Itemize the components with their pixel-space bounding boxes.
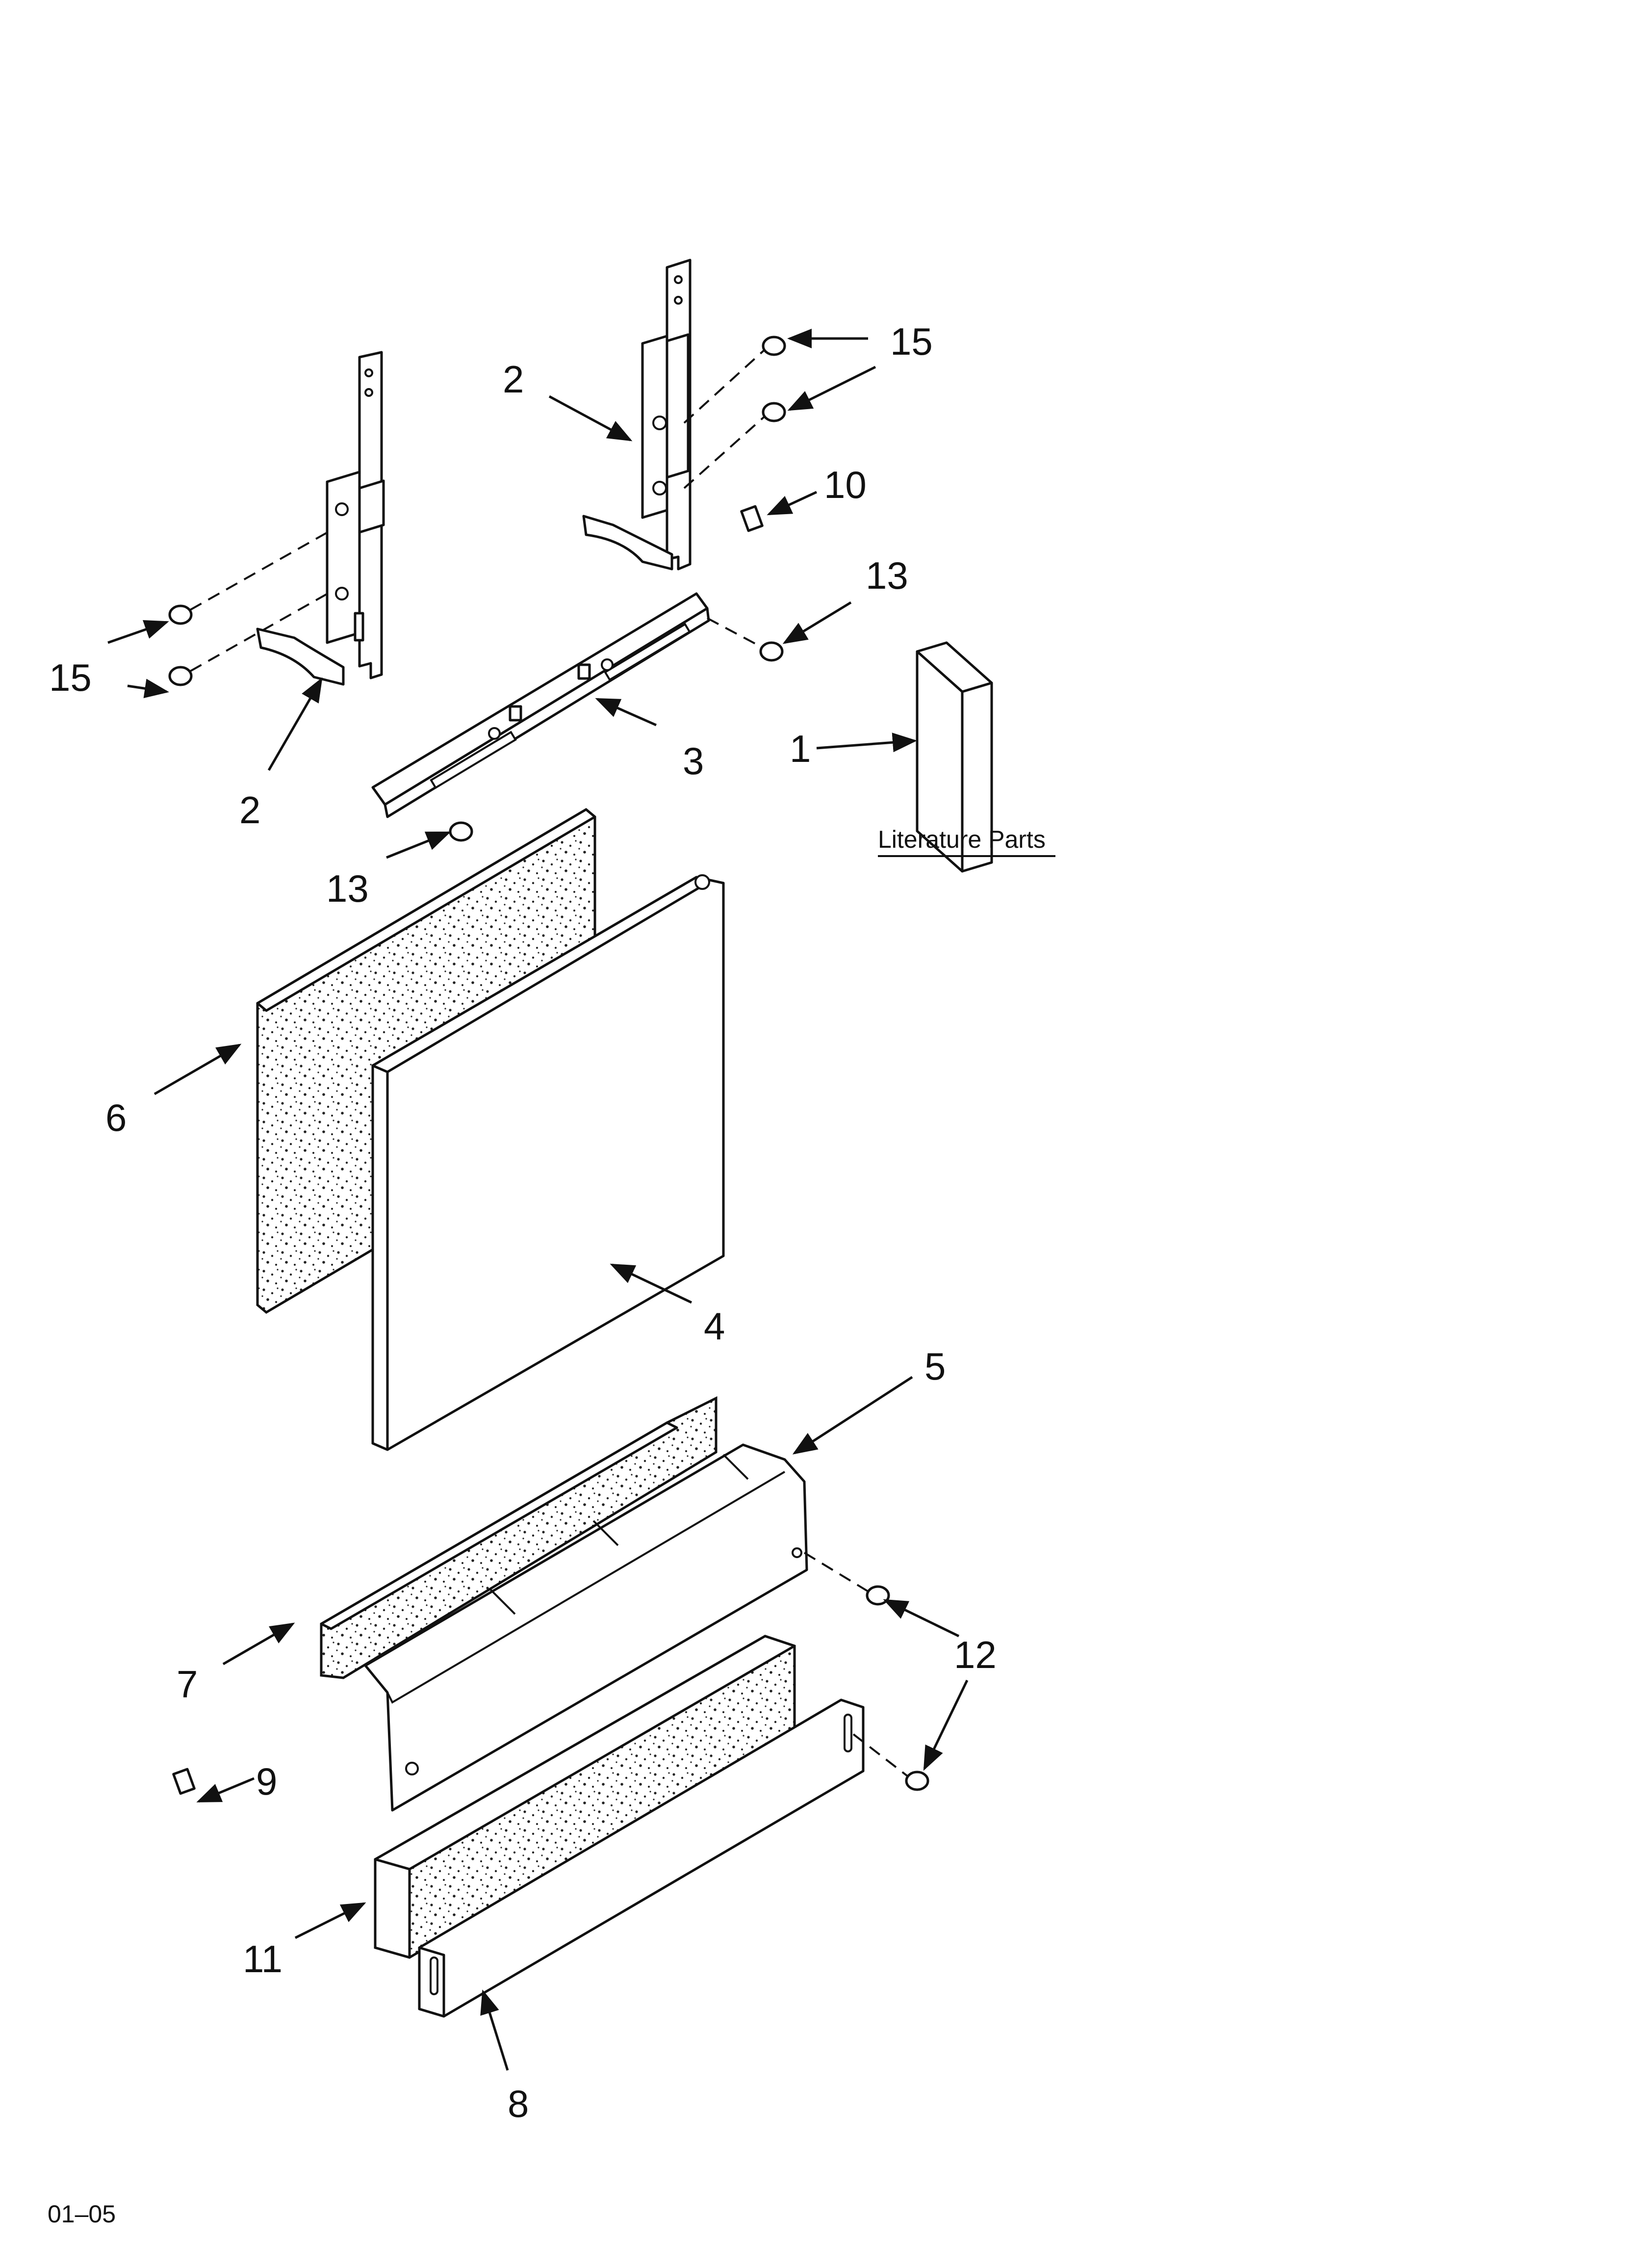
footer-code: 01–05 [48, 2200, 116, 2228]
right-hinge-bracket [582, 259, 692, 571]
callout-3: 3 [683, 739, 704, 782]
callout-9: 9 [256, 1760, 277, 1803]
callout-10: 10 [824, 463, 867, 506]
cross-bracket [371, 592, 710, 818]
callout-12: 12 [954, 1633, 997, 1676]
callout-7: 7 [177, 1663, 198, 1706]
callout-15-top: 15 [890, 320, 933, 363]
callout-5: 5 [924, 1345, 946, 1388]
callout-15-left: 15 [49, 656, 92, 699]
clip-icon [172, 505, 764, 1795]
callout-8: 8 [508, 2082, 529, 2125]
callout-1: 1 [790, 727, 811, 770]
callout-6: 6 [105, 1096, 127, 1139]
toe-panel-bracket [364, 1443, 808, 1812]
kick-plate [418, 1698, 865, 2018]
left-hinge-bracket [256, 351, 385, 686]
callout-2-top: 2 [503, 358, 524, 401]
literature-parts-label: Literature Parts [878, 826, 1046, 853]
callout-4: 4 [704, 1304, 725, 1348]
callout-2-left: 2 [239, 788, 260, 832]
literature-book [916, 641, 993, 873]
callout-13-left: 13 [326, 867, 369, 910]
upper-foam-strip [320, 1396, 718, 1679]
door-panel [371, 874, 725, 1451]
callout-11: 11 [243, 1937, 282, 1981]
screw-icon [168, 336, 929, 1791]
callout-13-top: 13 [866, 554, 908, 597]
